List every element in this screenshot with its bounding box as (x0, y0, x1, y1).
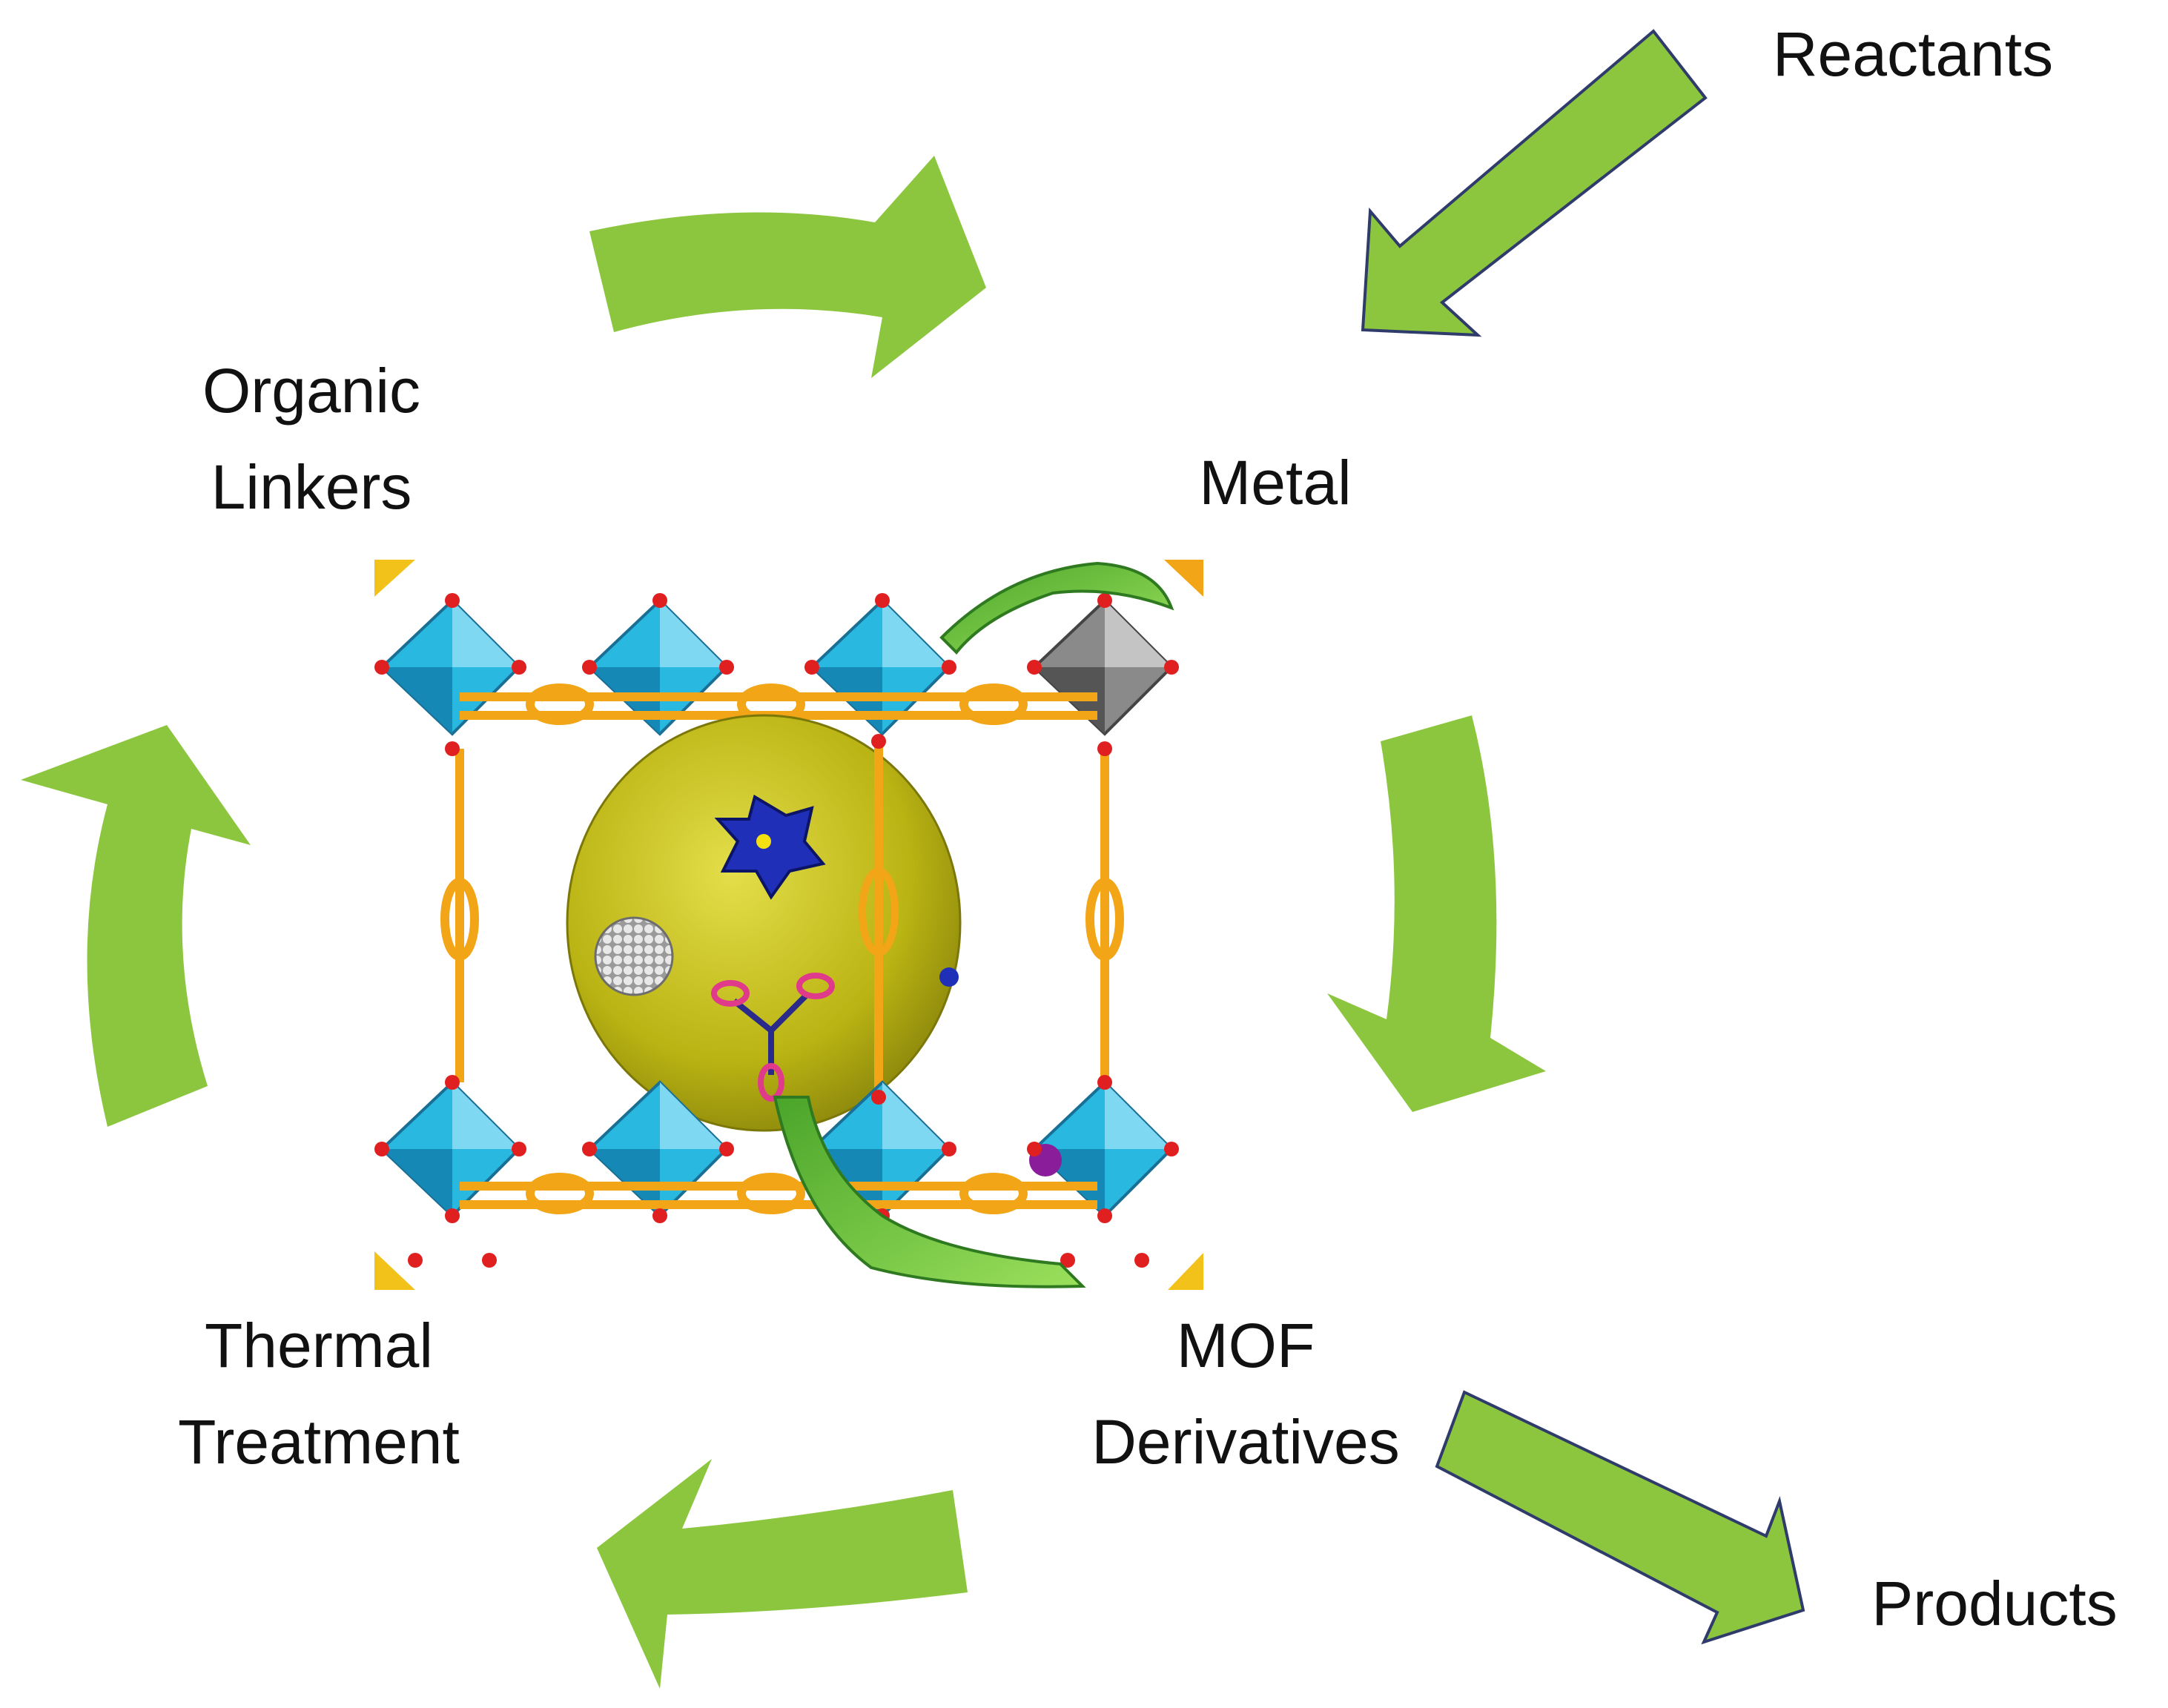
arrow-mof-to-thermal (597, 1459, 968, 1689)
products-text: Products (1871, 1569, 2118, 1638)
thermal-treatment-line-1: Thermal (204, 1311, 434, 1380)
arrow-reactants-to-metal (1361, 29, 1708, 337)
arrow-mof-to-products (1435, 1390, 1805, 1645)
green-ribbon-bottom (773, 1096, 1086, 1288)
organic-linkers-line-2: Linkers (211, 452, 412, 522)
organic-linkers-label: Organic Linkers (119, 342, 504, 535)
pore-sphere (566, 714, 962, 1132)
thermal-treatment-label: Thermal Treatment (96, 1297, 541, 1490)
vertical-linkers (440, 749, 1124, 1082)
bottom-linker-row (460, 1173, 1097, 1214)
arrow-metal-to-mof (1327, 715, 1546, 1112)
products-label: Products (1824, 1555, 2165, 1652)
mof-derivatives-label: MOF Derivatives (1023, 1297, 1468, 1490)
gray-nanoparticle (594, 916, 674, 996)
metal-text: Metal (1199, 448, 1352, 517)
blue-atom (939, 967, 959, 987)
metal-label: Metal (1097, 434, 1453, 531)
organic-linkers-line-1: Organic (202, 356, 421, 426)
guest-molecule (711, 973, 835, 1102)
arrow-linkers-to-metal (589, 156, 986, 378)
arrow-thermal-to-linkers (21, 725, 251, 1127)
reactants-label: Reactants (1705, 6, 2121, 102)
reactants-text: Reactants (1772, 19, 2054, 89)
mof-framework-image (374, 560, 1203, 1290)
blue-cluster (714, 794, 826, 900)
thermal-treatment-line-2: Treatment (178, 1407, 460, 1477)
green-ribbon-top (939, 561, 1174, 655)
mof-derivatives-line-2: Derivatives (1091, 1407, 1400, 1477)
mof-derivatives-line-1: MOF (1176, 1311, 1315, 1380)
